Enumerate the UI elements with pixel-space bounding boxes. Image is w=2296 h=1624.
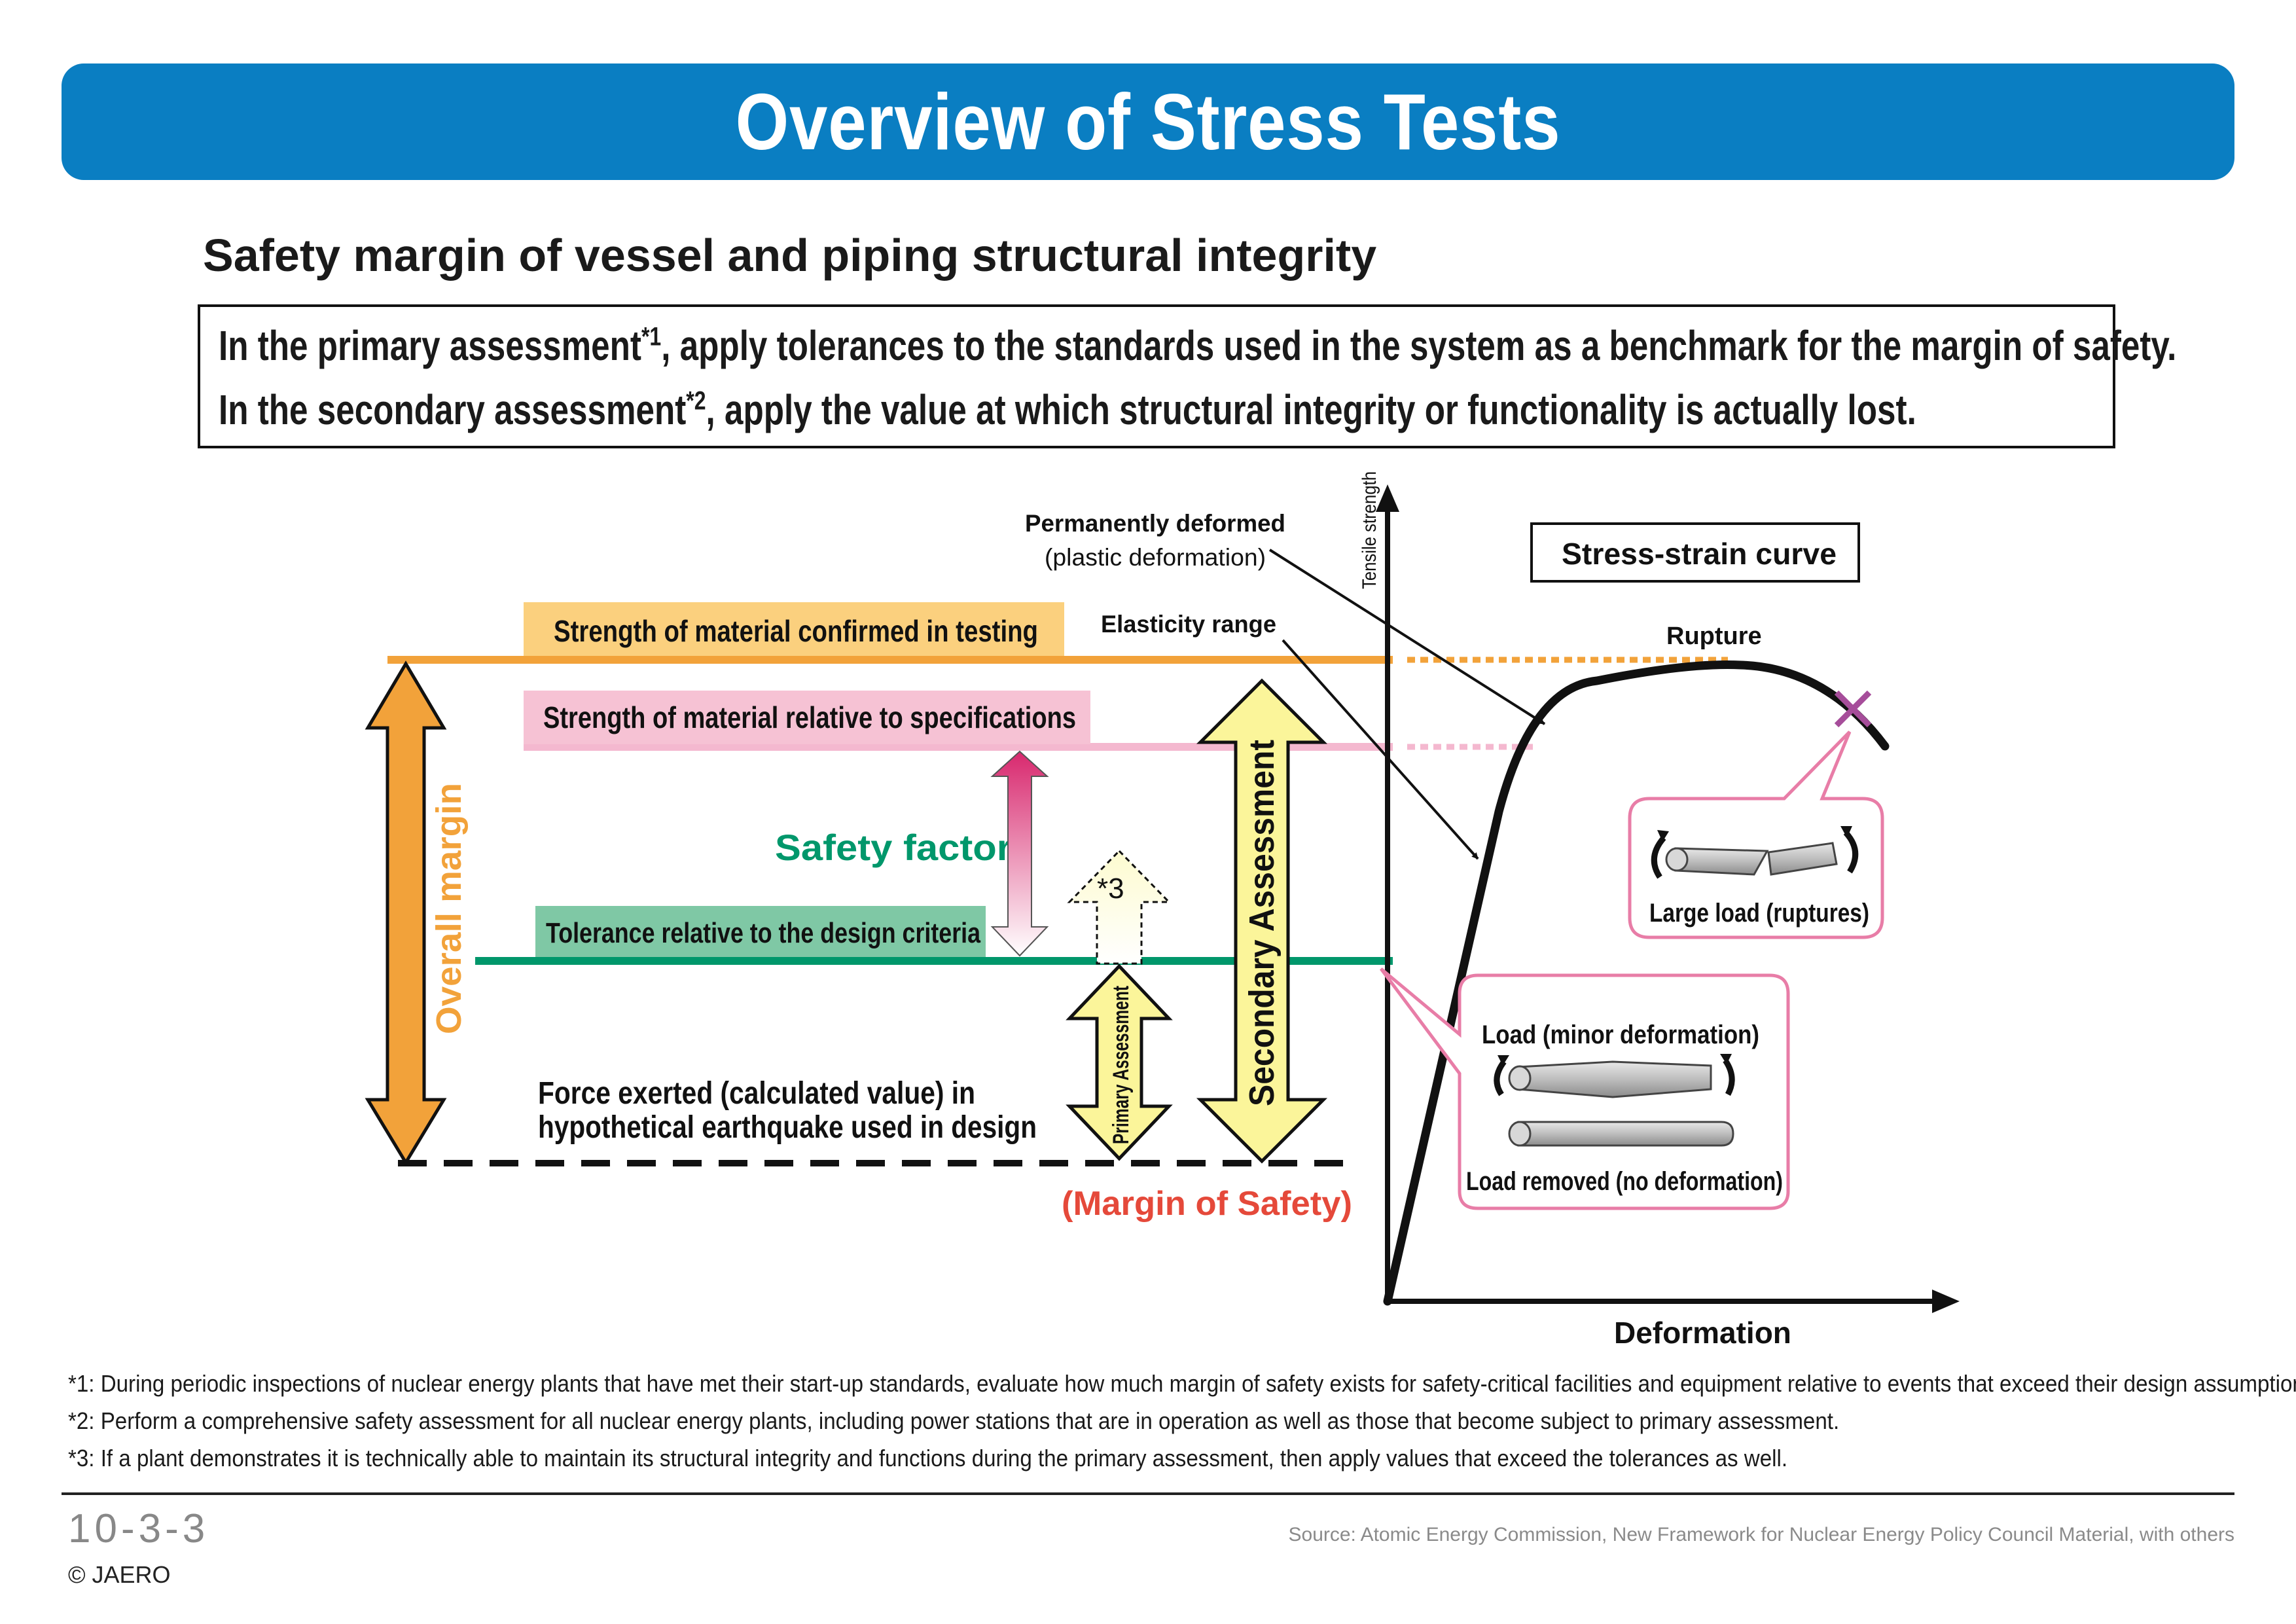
footnote-1: *1: During periodic inspections of nucle… — [68, 1370, 2296, 1397]
footer-divider — [62, 1492, 2234, 1495]
secondary-assessment-arrow — [1196, 678, 1328, 1164]
load-removed-label: Load removed (no deformation) — [1466, 1167, 1783, 1196]
large-load-callout — [1628, 731, 1884, 939]
rupture-x-icon — [1834, 690, 1872, 728]
secondary-assessment-label: Secondary Assessment — [1242, 740, 1282, 1106]
load-minor-label: Load (minor deformation) — [1482, 1020, 1759, 1049]
title-banner: Overview of Stress Tests — [62, 63, 2234, 180]
design-force-label-2: hypothetical earthquake used in design — [538, 1110, 1037, 1145]
overall-margin-label: Overall margin — [429, 783, 469, 1034]
spec-strength-label-box — [524, 691, 1090, 744]
source-credit: Source: Atomic Energy Commission, New Fr… — [1288, 1524, 2235, 1545]
safety-factor-label: Safety factor — [775, 827, 1012, 868]
tolerance-label-box — [535, 906, 986, 957]
y-axis-arrowhead — [1376, 484, 1399, 512]
star3-label: *3 — [1097, 873, 1124, 905]
tolerance-label: Tolerance relative to the design criteri… — [546, 917, 980, 949]
summary-line-1: In the primary assessment*1, apply toler… — [219, 322, 2177, 369]
x-axis-title: Deformation — [1614, 1316, 1791, 1350]
perm-deformed-label-2: (plastic deformation) — [1045, 544, 1266, 571]
curve-title-box — [1530, 522, 1860, 583]
straight-pipe-icon — [1508, 1121, 1734, 1147]
section-subtitle: Safety margin of vessel and piping struc… — [203, 230, 1377, 281]
testing-strength-label: Strength of material confirmed in testin… — [554, 614, 1038, 648]
stress-strain-curve — [1383, 660, 1890, 1306]
spec-strength-label: Strength of material relative to specifi… — [543, 700, 1076, 734]
elasticity-range-pointer — [1282, 639, 1479, 860]
ruptured-pipe-icon — [1651, 826, 1859, 879]
footnote-2: *2: Perform a comprehensive safety asses… — [68, 1407, 1840, 1434]
curve-title: Stress-strain curve — [1562, 537, 1837, 571]
y-axis-title: Tensile strength — [1359, 471, 1380, 589]
footnotes: *1: During periodic inspections of nucle… — [68, 1365, 2296, 1477]
page-number: 10-3-3 — [68, 1506, 209, 1551]
design-force-label-1: Force exerted (calculated value) in — [538, 1076, 975, 1111]
testing-strength-label-box — [524, 602, 1064, 656]
star3-dotted-arrow — [1067, 849, 1172, 965]
footnote-3: *3: If a plant demonstrates it is techni… — [68, 1445, 1788, 1471]
margin-of-safety-label: (Margin of Safety) — [1062, 1185, 1352, 1223]
rupture-label: Rupture — [1666, 623, 1762, 650]
primary-assessment-label: Primary Assessment — [1109, 986, 1134, 1144]
large-load-label: Large load (ruptures) — [1649, 899, 1869, 928]
elasticity-range-label: Elasticity range — [1101, 611, 1276, 638]
bent-pipe-icon — [1494, 1054, 1735, 1098]
summary-box: In the primary assessment*1, apply toler… — [198, 304, 2176, 448]
perm-deformed-pointer — [1268, 549, 1546, 725]
copyright: © JAERO — [68, 1561, 171, 1588]
page-title: Overview of Stress Tests — [735, 77, 1561, 166]
perm-deformed-label-1: Permanently deformed — [1025, 510, 1285, 537]
overall-margin-arrow — [365, 660, 447, 1166]
safety-factor-arrow — [990, 750, 1049, 957]
primary-assessment-arrow — [1066, 964, 1173, 1161]
x-axis-arrowhead — [1932, 1290, 1960, 1313]
summary-line-2: In the secondary assessment*2, apply the… — [219, 386, 1916, 433]
